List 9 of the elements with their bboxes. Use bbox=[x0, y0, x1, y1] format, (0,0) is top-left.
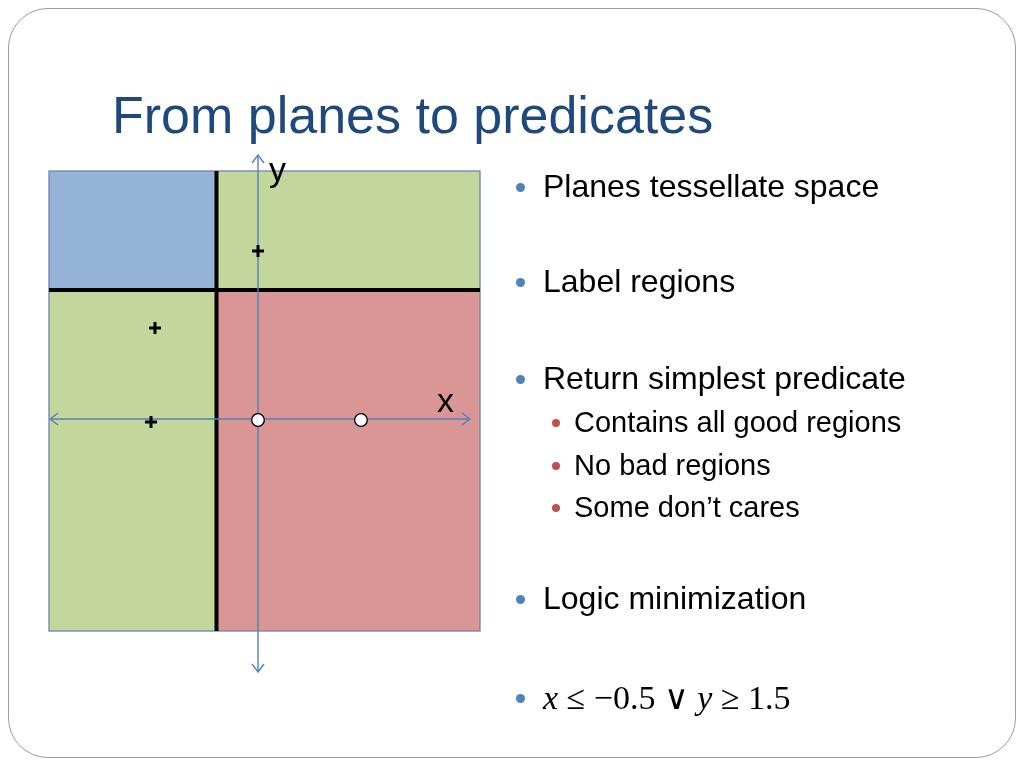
bullet-text: Some don’t cares bbox=[574, 489, 800, 525]
bullet-text: Planes tessellate space bbox=[543, 166, 880, 206]
slide-title: From planes to predicates bbox=[112, 85, 714, 146]
bullet-text: Contains all good regions bbox=[574, 404, 902, 440]
bullet-text: Return simplest predicate bbox=[543, 358, 906, 398]
bullet-text: Logic minimization bbox=[543, 578, 807, 618]
bullet-text: Label regions bbox=[543, 261, 736, 301]
bullet-text: No bad regions bbox=[574, 447, 771, 483]
formula-text: x ≤ −0.5 ∨ y ≥ 1.5 bbox=[543, 678, 791, 719]
